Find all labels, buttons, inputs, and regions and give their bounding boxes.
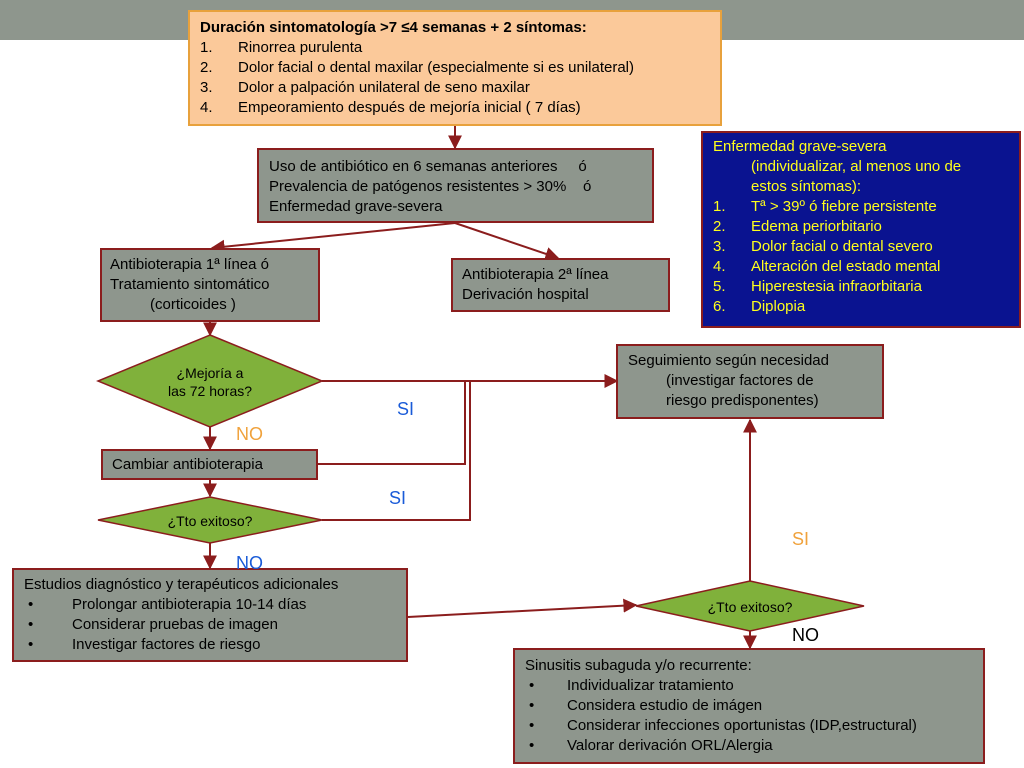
criteria-title: Duración sintomatología >7 ≤4 semanas + …: [200, 19, 587, 36]
studies-title: Estudios diagnóstico y terapéuticos adic…: [24, 576, 339, 593]
risk-line-1: Uso de antibiótico en 6 semanas anterior…: [269, 158, 587, 175]
decision-diamond-success-1: [97, 496, 323, 544]
severe-disease-box: Enfermedad grave-severa (individualizar,…: [701, 131, 1021, 328]
second-line-therapy-box: Antibioterapia 2ª línea Derivación hospi…: [451, 258, 670, 312]
followup-line-3: riesgo predisponentes): [666, 392, 819, 409]
risk-factors-box: Uso de antibiótico en 6 semanas anterior…: [257, 148, 654, 223]
list-item: •Individualizar tratamiento: [529, 677, 734, 694]
list-item: 3.Dolor a palpación unilateral de seno m…: [200, 79, 530, 96]
list-item: 3.Dolor facial o dental severo: [713, 238, 933, 255]
list-item: 5.Hiperestesia infraorbitaria: [713, 278, 922, 295]
no-label-3: NO: [792, 625, 819, 645]
severe-list: 1.Tª > 39º ó fiebre persistente 2.Edema …: [713, 197, 1009, 317]
followup-line-2: (investigar factores de: [666, 372, 814, 389]
first-line-therapy-box: Antibioterapia 1ª línea ó Tratamiento si…: [100, 248, 320, 322]
followup-box: Seguimiento según necesidad (investigar …: [616, 344, 884, 419]
first-line-1: Antibioterapia 1ª línea ó: [110, 256, 269, 273]
decision-diamond-success-2: [635, 580, 865, 632]
no-label-2: NO: [236, 553, 263, 573]
list-item: •Prolongar antibioterapia 10-14 días: [28, 596, 307, 613]
risk-line-2: Prevalencia de patógenos resistentes > 3…: [269, 178, 592, 195]
subacute-title: Sinusitis subaguda y/o recurrente:: [525, 657, 752, 674]
first-line-3: (corticoides ): [150, 296, 236, 313]
yes-label-2: SI: [389, 488, 407, 508]
list-item: 4.Empeoramiento después de mejoría inici…: [200, 99, 581, 116]
second-line-1: Antibioterapia 2ª línea: [462, 266, 609, 283]
additional-studies-box: Estudios diagnóstico y terapéuticos adic…: [12, 568, 408, 662]
list-item: 2.Edema periorbitario: [713, 218, 882, 235]
subacute-list: •Individualizar tratamiento •Considera e…: [525, 676, 973, 756]
list-item: 1.Tª > 39º ó fiebre persistente: [713, 198, 937, 215]
list-item: •Considerar infecciones oportunistas (ID…: [529, 717, 917, 734]
subacute-sinusitis-box: Sinusitis subaguda y/o recurrente: •Indi…: [513, 648, 985, 764]
list-item: 1.Rinorrea purulenta: [200, 39, 363, 56]
second-line-2: Derivación hospital: [462, 286, 589, 303]
decision-success-2-label: ¿Tto exitoso?: [707, 599, 793, 615]
list-item: •Considera estudio de imágen: [529, 697, 763, 714]
criteria-list: 1.Rinorrea purulenta 2.Dolor facial o de…: [200, 38, 710, 118]
yes-label-1: SI: [397, 399, 415, 419]
change-therapy-label: Cambiar antibioterapia: [112, 456, 263, 473]
studies-list: •Prolongar antibioterapia 10-14 días •Co…: [24, 595, 396, 655]
risk-line-3: Enfermedad grave-severa: [269, 198, 443, 215]
list-item: 2.Dolor facial o dental maxilar (especia…: [200, 59, 635, 76]
severe-subtitle-1: (individualizar, al menos uno de: [751, 158, 962, 175]
decision-improvement-label: ¿Mejoría a las 72 horas?: [167, 365, 253, 399]
decision-success-1-label: ¿Tto exitoso?: [167, 513, 253, 529]
list-item: •Investigar factores de riesgo: [28, 636, 261, 653]
list-item: •Considerar pruebas de imagen: [28, 616, 278, 633]
criteria-box: Duración sintomatología >7 ≤4 semanas + …: [188, 10, 722, 126]
first-line-2: Tratamiento sintomático: [110, 276, 270, 293]
list-item: 6.Diplopia: [713, 298, 806, 315]
list-item: •Valorar derivación ORL/Alergia: [529, 737, 773, 754]
severe-subtitle-2: estos síntomas):: [751, 178, 862, 195]
list-item: 4.Alteración del estado mental: [713, 258, 941, 275]
yes-label-3: SI: [792, 529, 810, 549]
change-therapy-box: Cambiar antibioterapia: [101, 449, 318, 480]
no-label-1: NO: [236, 424, 263, 444]
severe-title: Enfermedad grave-severa: [713, 138, 887, 155]
followup-line-1: Seguimiento según necesidad: [628, 352, 829, 369]
decision-diamond-improvement: [96, 334, 324, 428]
